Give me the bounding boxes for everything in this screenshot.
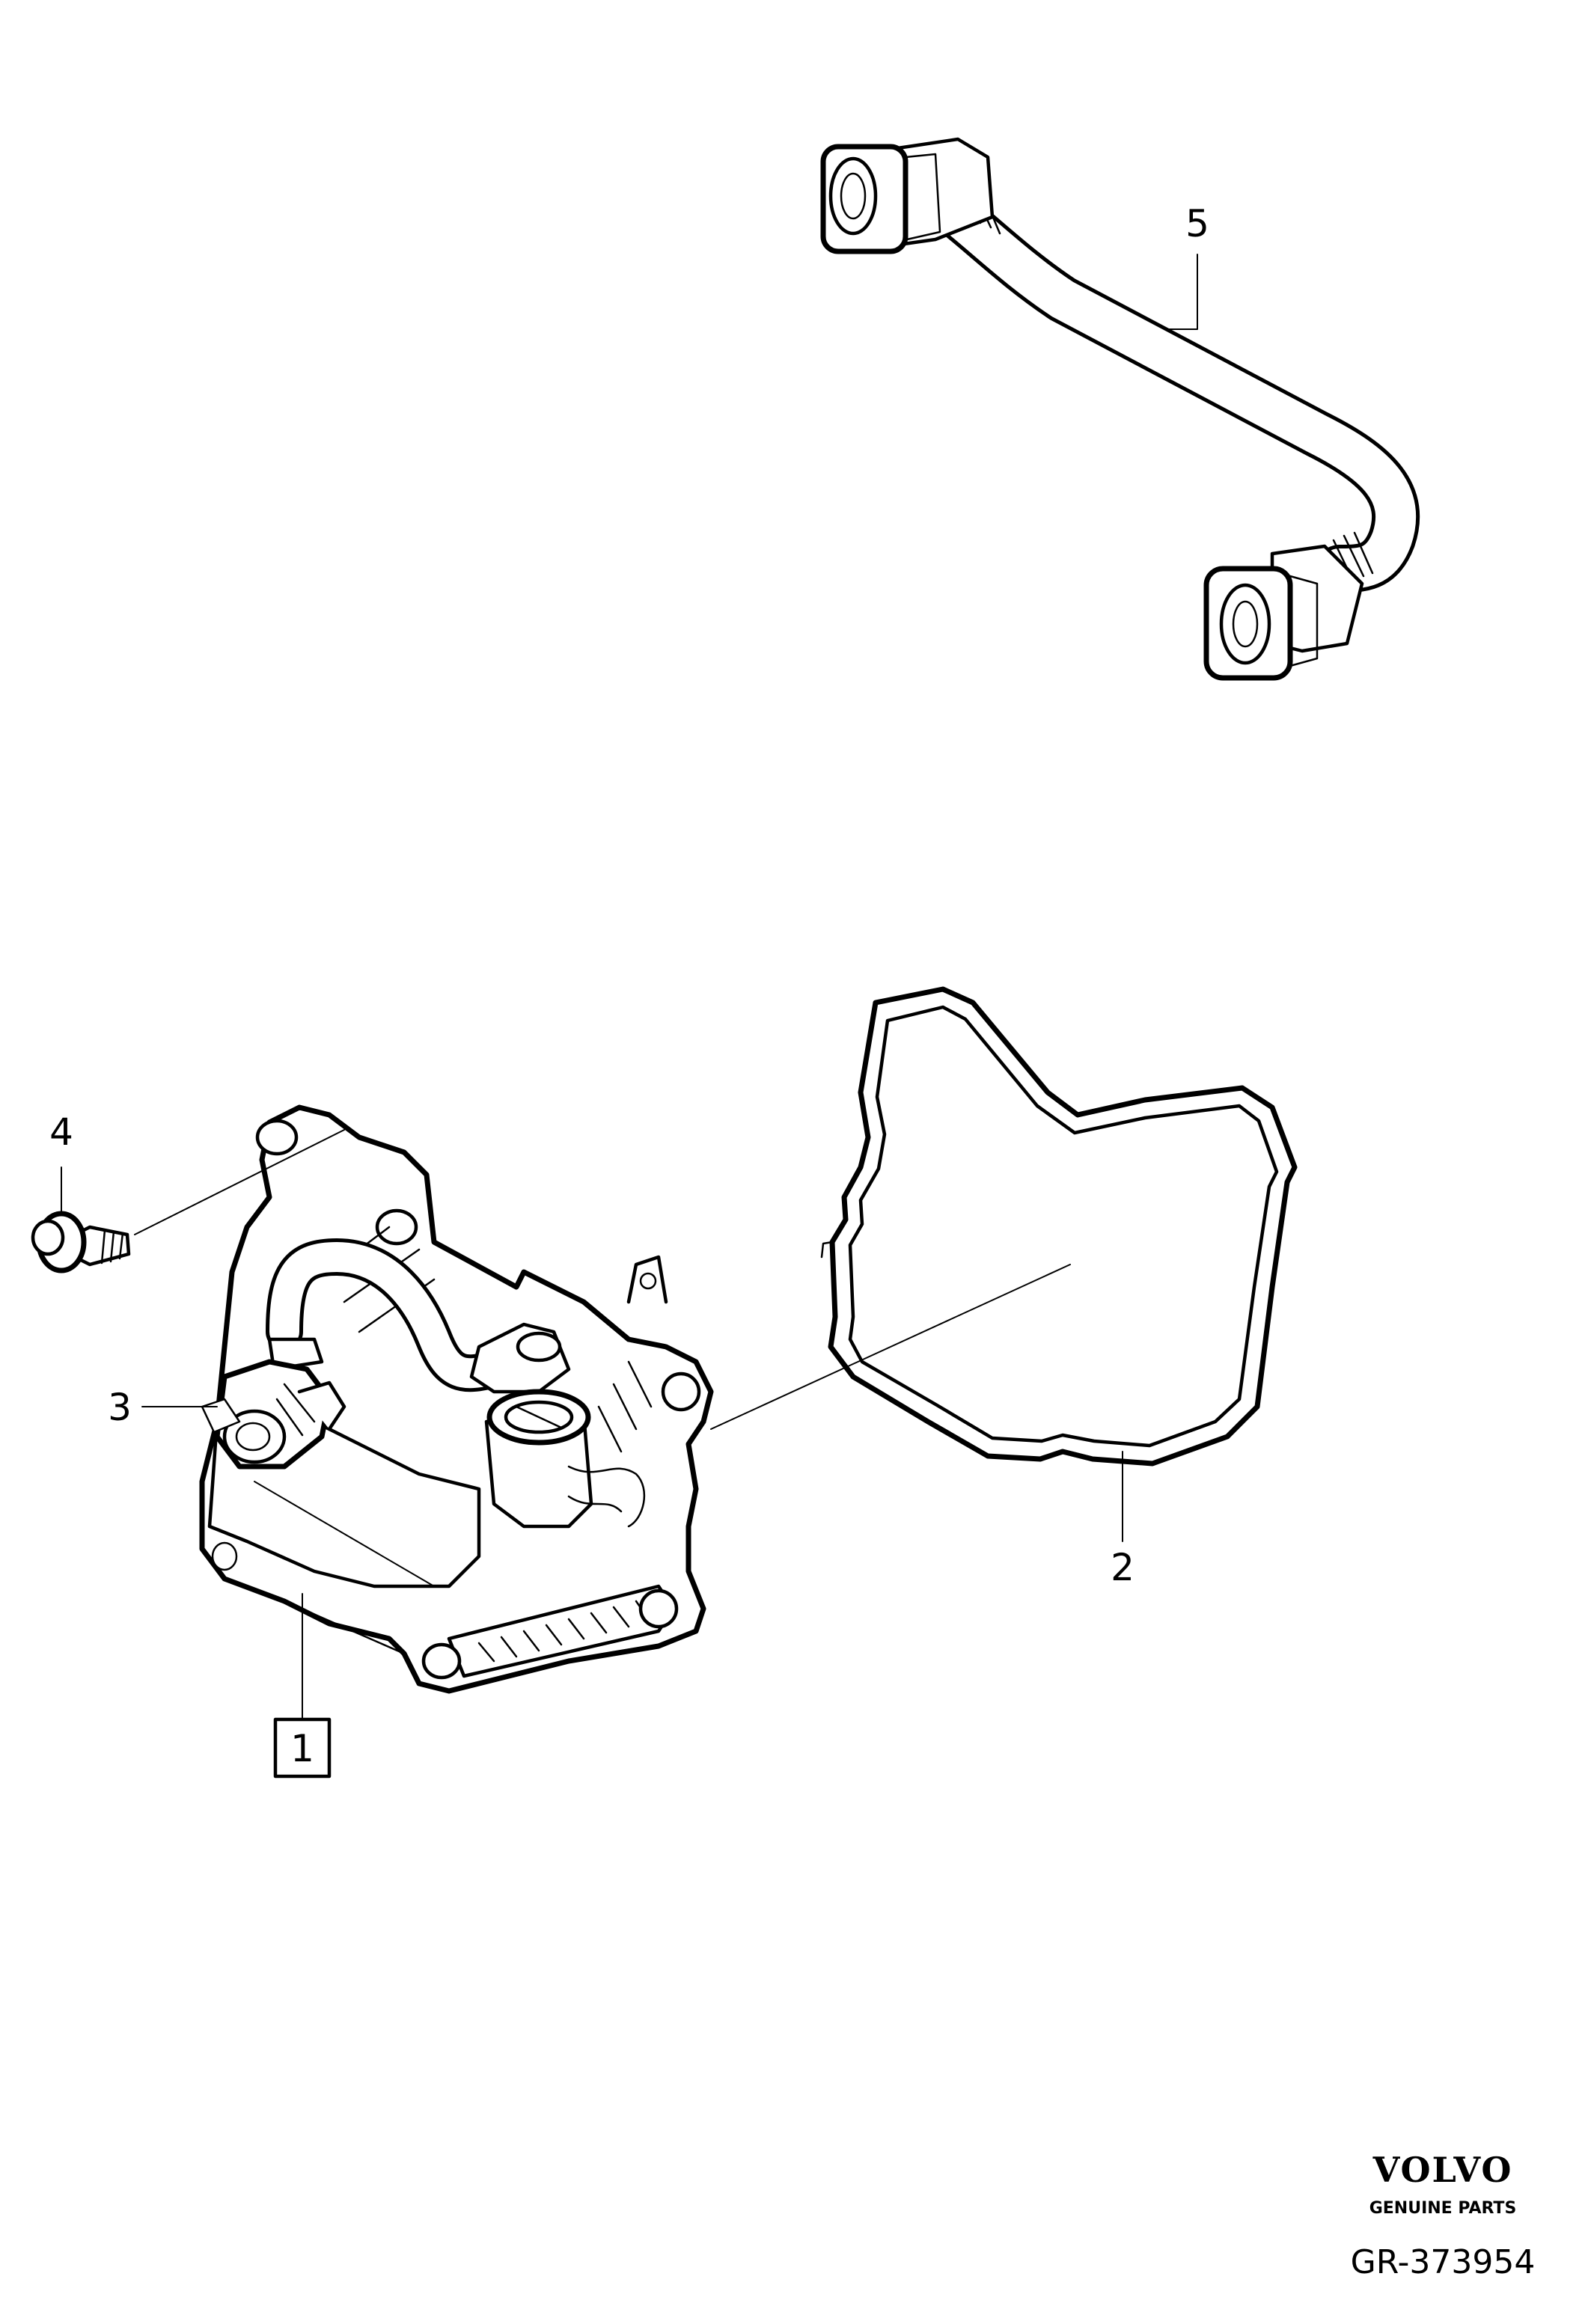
callout-2: 2 (1111, 1546, 1135, 1589)
brand-tagline: GENUINE PARTS (1369, 2199, 1517, 2218)
callout-5: 5 (1185, 202, 1209, 245)
leader-lines (61, 254, 1198, 1722)
flange-bolt (31, 1211, 131, 1273)
pcv-connector (201, 1359, 346, 1470)
drawing-reference: GR-373954 (1351, 2243, 1536, 2281)
gasket (820, 986, 1298, 1467)
volvo-brand-block: VOLVO GENUINE PARTS GR-373954 (1351, 2150, 1536, 2281)
callout-1-box (273, 1717, 332, 1779)
callout-3: 3 (108, 1386, 132, 1429)
breather-hose (820, 137, 1420, 681)
callout-4: 4 (49, 1110, 73, 1154)
volvo-logo: VOLVO (1372, 2150, 1513, 2190)
callouts: 5 2 4 3 1 (49, 202, 1209, 1779)
callout-1: 1 (290, 1727, 314, 1770)
